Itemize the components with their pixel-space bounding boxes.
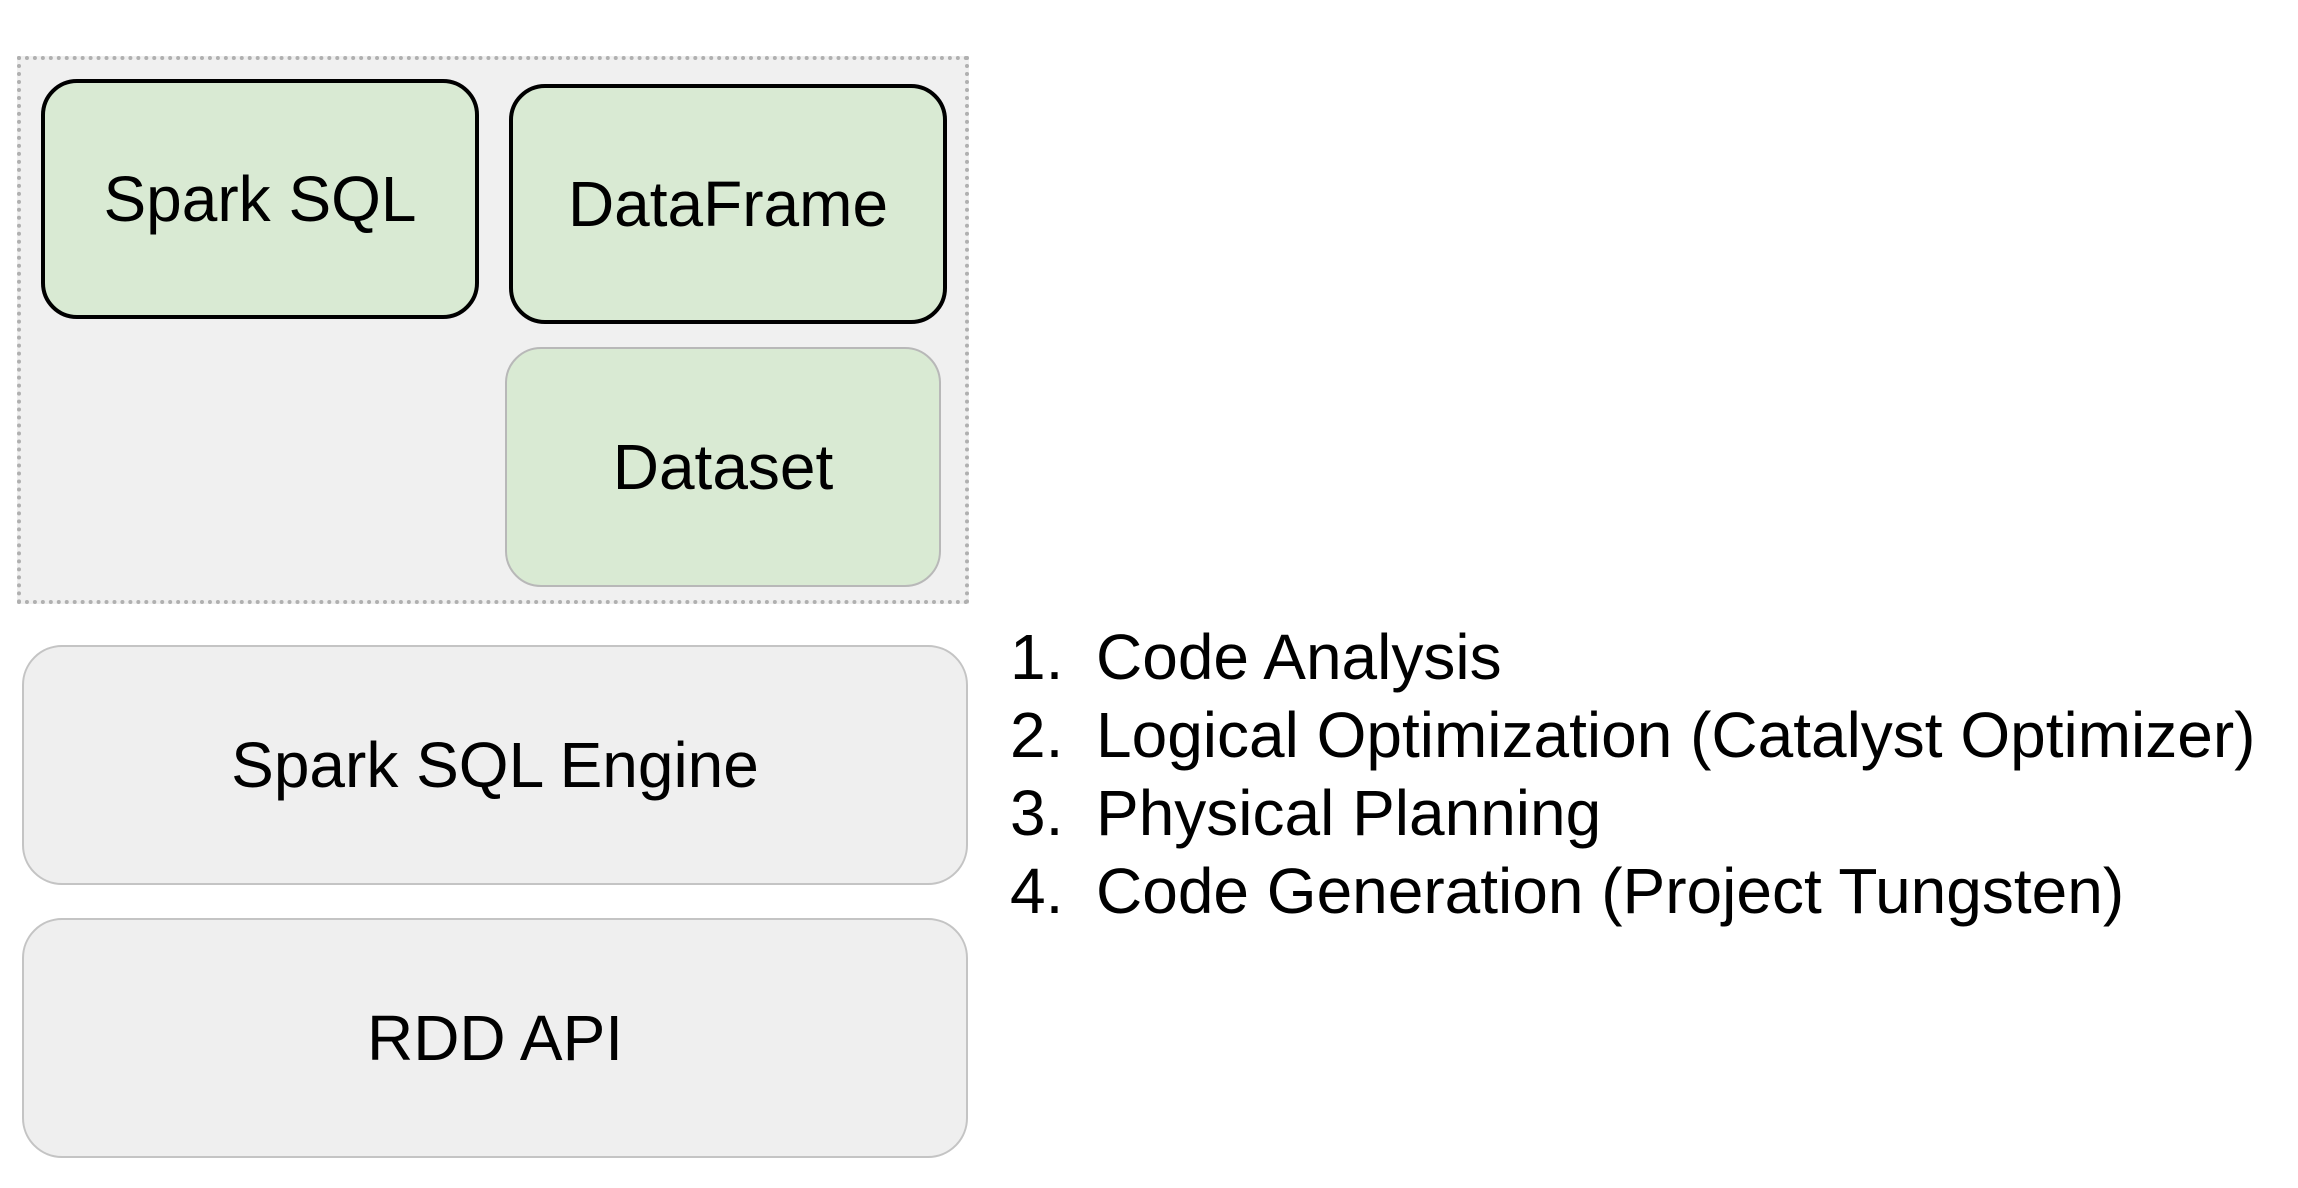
step-text: Logical Optimization (Catalyst Optimizer… (1096, 699, 2256, 771)
dataframe-box: DataFrame (509, 84, 947, 324)
step-text: Physical Planning (1096, 777, 1602, 849)
step-number: 2. (1010, 699, 1064, 771)
step-text: Code Generation (Project Tungsten) (1096, 855, 2125, 927)
step-text: Code Analysis (1096, 621, 1502, 693)
dataset-box: Dataset (505, 347, 941, 587)
engine-step: 2. Logical Optimization (Catalyst Optimi… (1010, 696, 2255, 774)
rdd-api-box: RDD API (22, 918, 968, 1158)
step-number: 4. (1010, 855, 1064, 927)
engine-steps-list: 1. Code Analysis 2. Logical Optimization… (1010, 618, 2255, 930)
engine-step: 3. Physical Planning (1010, 774, 2255, 852)
spark-sql-engine-box: Spark SQL Engine (22, 645, 968, 885)
engine-step: 4. Code Generation (Project Tungsten) (1010, 852, 2255, 930)
spark-sql-box: Spark SQL (41, 79, 479, 319)
engine-step: 1. Code Analysis (1010, 618, 2255, 696)
step-number: 1. (1010, 621, 1064, 693)
step-number: 3. (1010, 777, 1064, 849)
